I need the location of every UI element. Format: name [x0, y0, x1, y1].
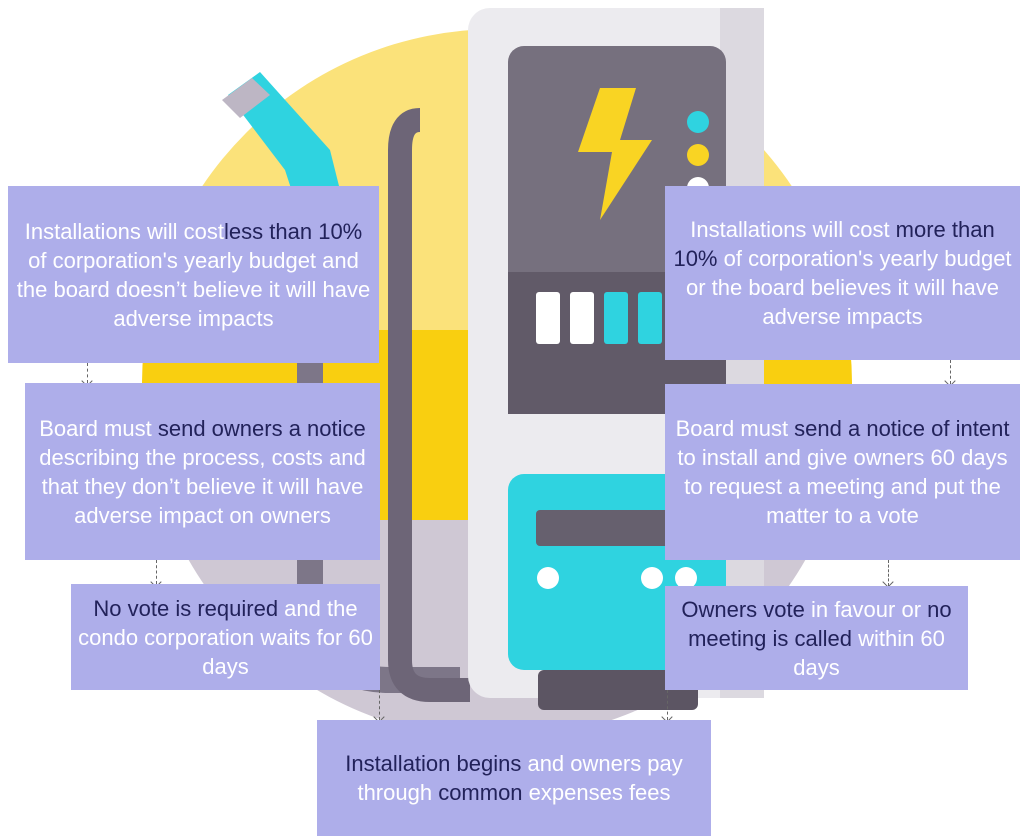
- box-left-notice-step: Board must send owners a notice describi…: [25, 383, 380, 560]
- box-text-segment: and the condo corporation waits for 60 d…: [78, 595, 373, 679]
- box-text-segment: of corporation's yearly budget or the bo…: [685, 246, 1012, 329]
- box-text-segment: within 60 days: [793, 625, 945, 680]
- box-text-segment: to install and give owners 60 days to re…: [677, 445, 1008, 528]
- connector-right-2: [888, 560, 889, 586]
- box-right-notice-step: Board must send a notice of intent to in…: [665, 384, 1020, 560]
- box-highlight-segment: Installation begins: [345, 751, 522, 776]
- lightning-bolt-icon: [578, 88, 652, 220]
- box-highlight-segment: Owners vote: [681, 596, 805, 622]
- connector-left-1: [87, 363, 88, 383]
- box-left-budget-condition: Installations will costless than 10% of …: [8, 186, 379, 363]
- box-right-notice-step-text: Board must send a notice of intent to in…: [671, 414, 1014, 530]
- box-installation-begins-text: Installation begins and owners pay throu…: [323, 749, 705, 807]
- box-left-notice-step-text: Board must send owners a notice describi…: [31, 414, 374, 530]
- connector-right-3: [667, 690, 668, 720]
- box-left-no-vote-step-text: No vote is required and the condo corpor…: [77, 594, 374, 681]
- connector-right-1: [950, 360, 951, 384]
- connector-left-2: [156, 560, 157, 584]
- box-text-segment: Board must: [675, 416, 795, 441]
- box-highlight-segment: send owners a notice: [157, 415, 366, 441]
- box-text-segment: Installations will cost: [24, 218, 225, 244]
- box-highlight-segment: no meeting is called: [688, 596, 952, 651]
- box-installation-begins: Installation begins and owners pay throu…: [317, 720, 711, 836]
- box-text-segment: and owners pay through: [357, 751, 683, 805]
- box-text-segment: Installations will cost: [690, 217, 896, 242]
- box-text-segment: in favour or: [804, 596, 928, 622]
- box-text-segment: Board must: [39, 415, 158, 441]
- box-highlight-segment: less than 10%: [224, 218, 363, 244]
- box-right-budget-condition-text: Installations will cost more than 10% of…: [671, 215, 1014, 331]
- box-right-vote-step-text: Owners vote in favour or no meeting is c…: [671, 595, 962, 682]
- box-text-segment: describing the process, costs and that t…: [39, 444, 366, 528]
- box-left-no-vote-step: No vote is required and the condo corpor…: [71, 584, 380, 690]
- box-highlight-segment: more than 10%: [673, 217, 995, 271]
- box-right-budget-condition: Installations will cost more than 10% of…: [665, 186, 1020, 360]
- box-text-segment: expenses fees: [522, 780, 671, 805]
- connector-left-3: [379, 690, 380, 720]
- box-highlight-segment: No vote is required: [93, 595, 279, 621]
- box-highlight-segment: common: [438, 780, 523, 805]
- charging-plug-icon: [222, 72, 345, 210]
- box-right-vote-step: Owners vote in favour or no meeting is c…: [665, 586, 968, 690]
- box-left-budget-condition-text: Installations will costless than 10% of …: [14, 217, 373, 333]
- box-text-segment: of corporation's yearly budget and the b…: [16, 247, 371, 331]
- box-highlight-segment: send a notice of intent: [794, 416, 1010, 441]
